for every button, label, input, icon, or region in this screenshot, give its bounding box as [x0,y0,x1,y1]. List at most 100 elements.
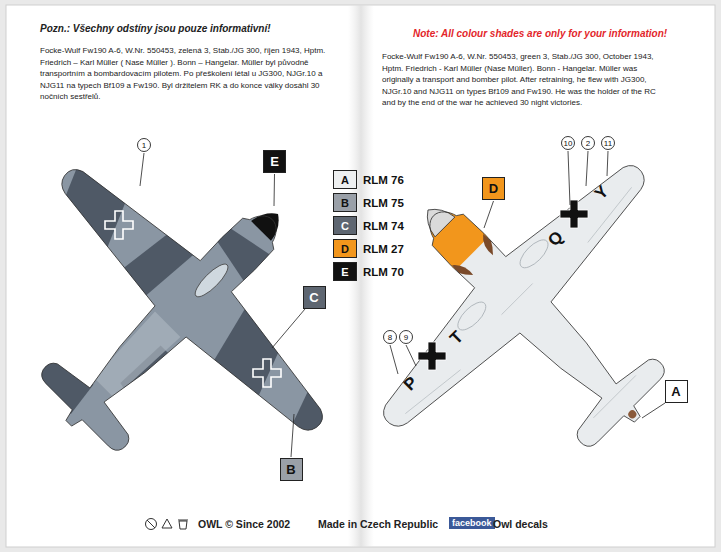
footer-text: Owl decals [493,518,548,530]
callout-text: 8 [388,333,392,342]
callout-letter: C [309,290,318,305]
color-callout: B [280,458,303,481]
note-heading: Pozn.: Všechny odstíny jsou pouze inform… [40,23,271,34]
recycle-icon [162,519,172,528]
code-letter: P [400,373,422,395]
rlm74-patch [196,296,309,409]
callout-text: 11 [604,139,612,148]
camouflage-patches [0,107,388,552]
legend-row: C RLM 74 [333,216,404,235]
callout-circle-outline [562,137,575,150]
leader-line [642,403,665,418]
leader-line [272,309,305,348]
upper-camouflage [0,94,398,550]
callout-number: 1 [137,138,151,152]
note-heading: Note: All colour shades are only for you… [413,28,667,39]
callout-circle-outline [602,137,615,150]
footer-text: OWL © Since 2002 [198,518,290,530]
leader-line [274,174,276,206]
rlm74-patch [29,349,97,417]
callout-number: 9 [399,330,413,344]
yellow-cowling [404,186,493,275]
leader-line [586,151,588,186]
leader-line [484,201,494,228]
callout-number: 11 [601,136,615,150]
wheel-well [453,298,490,335]
spinner [418,200,455,237]
color-callout: A [665,380,688,403]
spinner [251,204,288,241]
wheel-well [516,235,553,272]
balkenkreuz [253,359,281,387]
leader-line [390,345,398,374]
legend-swatch: A [333,170,357,189]
canopy [191,260,232,301]
legend-text: RLM 70 [363,266,404,278]
callout-letter: B [286,462,295,477]
callout-circle-outline [384,331,397,344]
lower-details [312,94,721,530]
leader-line [406,345,416,366]
rlm74-patch [267,374,352,459]
lower-outline [308,90,721,546]
color-callout: E [263,150,286,173]
code-letter: Q [544,227,568,251]
balkenkreuz [418,342,446,370]
swatch-letter: C [341,220,349,232]
legend-text: RLM 27 [363,243,404,255]
description-text: Focke-Wulf Fw190 A-6, W.Nr. 550453, gree… [382,51,659,109]
legend-row: D RLM 27 [333,239,404,258]
description-text: Focke-Wulf Fw190 A-6, W.Nr. 550453, zele… [40,45,334,103]
legend-row: A RLM 76 [333,170,404,189]
footer-text: Made in Czech Republic [318,518,438,530]
callout-circle-outline [138,139,151,152]
leader-lines [140,151,665,457]
callout-text: 10 [564,139,573,148]
exhaust-stain [477,233,499,255]
legend-swatch: C [333,216,357,235]
bin-icon [178,520,188,529]
callout-number: 2 [581,136,595,150]
lower-surface [308,90,721,546]
swatch-letter: E [341,266,348,278]
callout-circle-outline [582,137,595,150]
callout-letter: E [270,154,279,169]
exhaust-stain [451,259,473,281]
legend-swatch: E [333,262,357,281]
rlm74-patch [37,144,152,259]
facebook-badge: facebook [449,517,495,529]
legend-swatch: D [333,239,357,258]
leader-line [291,414,294,457]
lower-view [299,81,721,545]
legend-text: RLM 74 [363,220,404,232]
swatch-letter: A [341,174,349,186]
paper-sheet [6,5,715,547]
callout-number: 8 [383,330,397,344]
callout-circle-outline [400,331,413,344]
legend-row: B RLM 75 [333,193,404,212]
legend-swatch: B [333,193,357,212]
no-child-icon [146,519,157,530]
legend-text: RLM 75 [363,197,404,209]
code-letter: T [446,327,467,348]
swatch-letter: B [341,197,349,209]
fuselage-side [91,312,180,401]
color-callout: C [303,286,326,309]
icon-circle [146,519,157,530]
leader-line [140,153,144,186]
callout-text: 2 [586,139,590,148]
panel-line [404,186,721,510]
swatch-letter: D [341,243,349,255]
upper-view [0,83,412,552]
callout-number: 10 [561,136,575,150]
leader-line [568,151,570,205]
icon-triangle [162,519,172,528]
color-callout: D [482,177,505,200]
callout-letter: A [671,384,680,399]
legend-text: RLM 76 [363,174,404,186]
callout-text: 9 [404,333,408,342]
code-letter: Y [591,182,613,204]
